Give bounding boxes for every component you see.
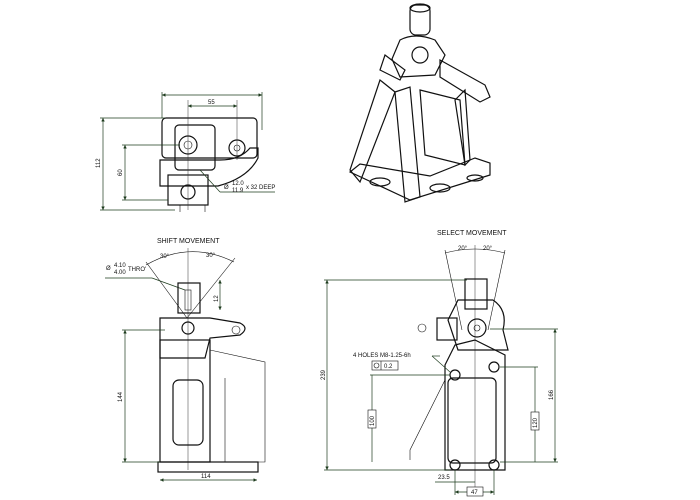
hole-lower-label: 4.00 <box>114 270 126 276</box>
dim-112: 112 <box>96 158 102 168</box>
position-tolerance-frame: 0.2 <box>371 360 399 371</box>
bore-lower-label: 11.9 <box>232 188 244 194</box>
shift-movement-title: SHIFT MOVEMENT <box>157 238 220 245</box>
select-movement-title: SELECT MOVEMENT <box>437 230 507 237</box>
dim-166: 166 <box>549 389 555 400</box>
hole-note-label: THRO' <box>128 267 146 273</box>
hole-upper-label: 4.10 <box>114 263 126 269</box>
angle-right-label: 20° <box>483 246 493 252</box>
dim-offset-label: 12 <box>214 295 220 302</box>
bore-depth-label: x 32 DEEP <box>246 185 275 191</box>
shift-view-body <box>157 282 266 473</box>
position-tolerance-label: 0.2 <box>384 364 393 370</box>
bore-symbol-label: Ø <box>224 185 229 191</box>
holes-note: 4 HOLES M8-1.25-6h <box>353 353 411 359</box>
shift-view: SHIFT MOVEMENT 30° 30° Ø 4.10 4.00 THRO'… <box>105 238 266 482</box>
dim-23-5: 23.5 <box>438 475 450 481</box>
dim-239: 239 <box>321 369 327 380</box>
top-view-body <box>159 100 259 212</box>
bore-upper-label: 12.0 <box>232 181 244 187</box>
dim-144: 144 <box>118 391 124 402</box>
dim-47: 47 <box>471 490 478 496</box>
hole-symbol-label: Ø <box>106 266 111 272</box>
dim-55: 55 <box>208 100 215 106</box>
select-view-body <box>409 278 509 471</box>
hole-callout: Ø 4.10 4.00 THRO' <box>106 263 146 276</box>
top-view: 55 112 60 Ø 12.0 11.9 x 32 DEEP <box>96 92 275 212</box>
angle-left-label: 30° <box>160 254 170 260</box>
bore-callout: Ø 12.0 11.9 x 32 DEEP <box>224 181 275 194</box>
angle-left-label: 20° <box>458 246 468 252</box>
dim-120: 120 <box>533 417 539 428</box>
isometric-view <box>348 3 491 203</box>
select-view: SELECT MOVEMENT 20° 20° 239 166 100 120 <box>321 230 558 497</box>
dim-60: 60 <box>118 169 124 176</box>
dim-114: 114 <box>201 474 211 480</box>
dim-100: 100 <box>370 415 376 426</box>
angle-right-label: 30° <box>206 253 216 259</box>
